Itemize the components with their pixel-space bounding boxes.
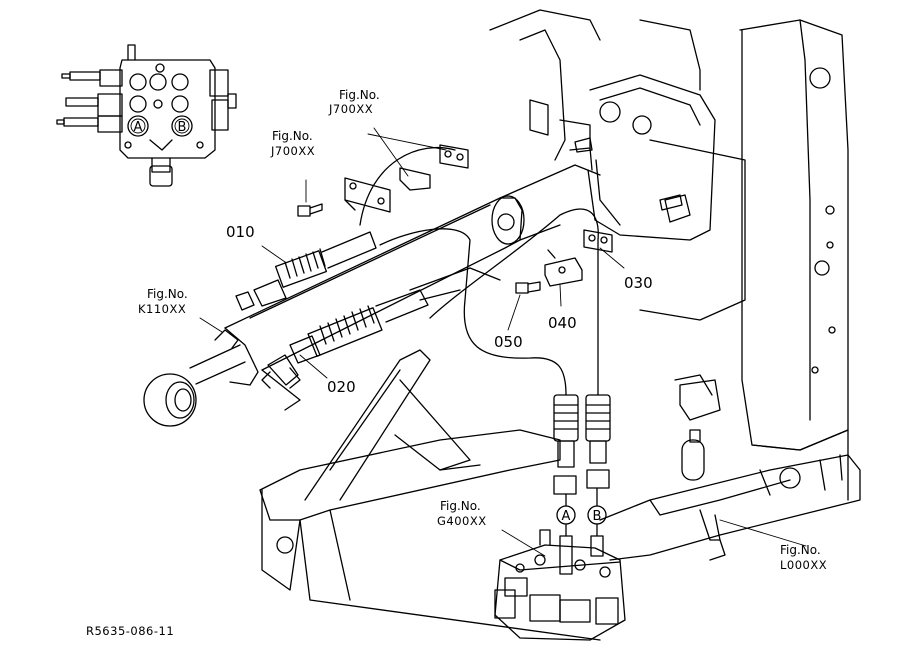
- port-label-a: A: [562, 509, 571, 524]
- inset-port-label-a: A: [134, 120, 143, 135]
- part-number-030: 030: [624, 274, 653, 292]
- fig-ref-j700-left-code: J700XX: [270, 144, 315, 158]
- fig-ref-j700-left-title: Fig.No.: [272, 129, 313, 143]
- lift-arm: [259, 349, 601, 641]
- tractor-frame: [489, 9, 861, 561]
- fig-ref-l000-title: Fig.No.: [780, 543, 821, 557]
- inset-port-label-b: B: [178, 120, 187, 135]
- control-valve: [494, 529, 626, 641]
- part-number-040: 040: [548, 314, 577, 332]
- hose-lines: [344, 146, 599, 396]
- labels: Fig.No. J700XX Fig.No. J700XX Fig.No. K1…: [86, 88, 827, 638]
- drawing-code: R5635-086-11: [86, 624, 174, 638]
- brackets-and-bolts: [297, 137, 683, 294]
- port-label-b: B: [593, 509, 602, 524]
- part-number-050: 050: [494, 333, 523, 351]
- fig-ref-l000-code: L000XX: [780, 558, 827, 572]
- valve-hose-fittings: [553, 394, 611, 575]
- fig-ref-g400-code: G400XX: [437, 514, 487, 528]
- fig-ref-k110-title: Fig.No.: [147, 287, 188, 301]
- part-number-020: 020: [327, 378, 356, 396]
- fig-ref-g400-title: Fig.No.: [440, 499, 481, 513]
- fig-ref-j700-upper-code: J700XX: [328, 102, 373, 116]
- fig-ref-k110-code: K110XX: [138, 302, 186, 316]
- hose-010: [235, 231, 377, 311]
- hose-020: [261, 289, 429, 389]
- port-markers: [130, 118, 607, 525]
- valve-inset-illustration: [56, 44, 237, 187]
- part-number-010: 010: [226, 223, 255, 241]
- hydraulic-cylinder: [143, 164, 601, 427]
- fig-ref-j700-upper-title: Fig.No.: [339, 88, 380, 102]
- callout-leaders: [199, 127, 807, 557]
